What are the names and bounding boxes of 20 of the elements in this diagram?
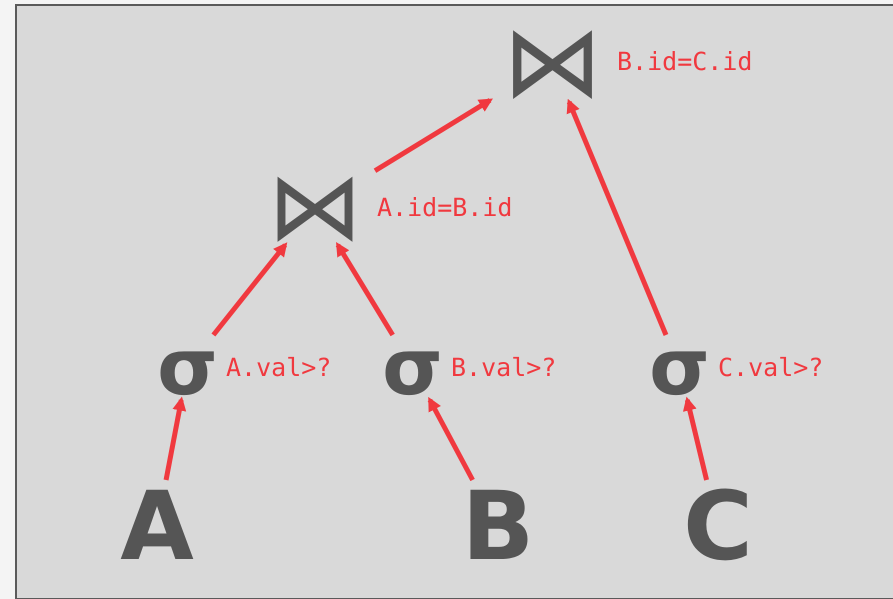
- join-symbol: ⋈: [490, 22, 615, 102]
- condition-label: A.id=B.id: [377, 194, 512, 220]
- join-symbol: ⋈: [255, 170, 375, 245]
- condition-label: B.id=C.id: [617, 49, 752, 74]
- selection-symbol: σ: [155, 335, 220, 400]
- arrow: [211, 242, 288, 337]
- table-name: C: [682, 480, 754, 575]
- arrow: [682, 396, 709, 481]
- selection-symbol: σ: [380, 335, 445, 400]
- arrow: [566, 98, 668, 336]
- arrow: [428, 396, 475, 482]
- arrow: [164, 396, 186, 480]
- condition-label: A.val>?: [226, 354, 332, 380]
- selection-symbol: σ: [647, 335, 712, 400]
- condition-label: B.val>?: [451, 354, 556, 380]
- table-name: B: [462, 480, 534, 575]
- condition-label: C.val>?: [718, 354, 824, 380]
- table-name: A: [112, 480, 202, 575]
- arrow: [336, 242, 395, 336]
- arrow: [374, 98, 493, 173]
